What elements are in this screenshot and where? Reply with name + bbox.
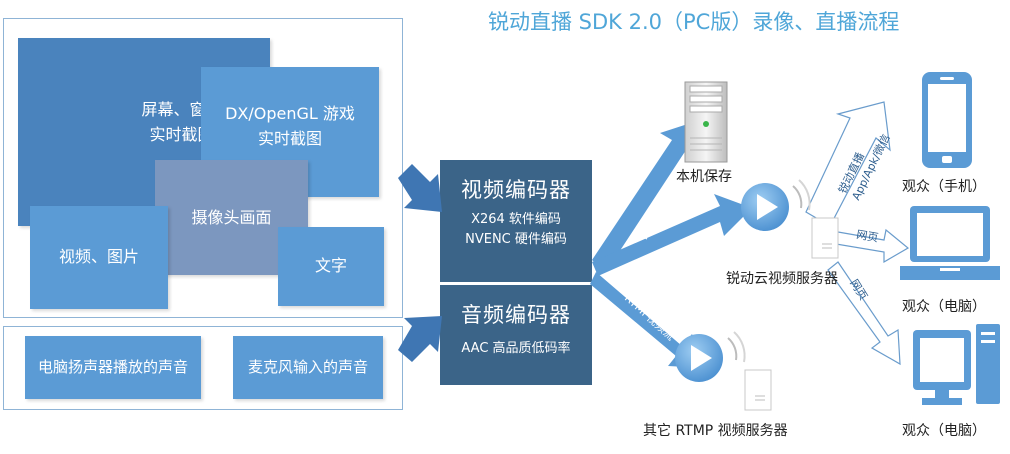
text-source: 文字	[278, 227, 384, 306]
text-label: 文字	[314, 256, 347, 276]
audio-encoder-box: 音频编码器 AAC 高品质低码率	[440, 285, 592, 385]
input-arrow-audio	[398, 316, 442, 362]
speaker-audio-source: 电脑扬声器播放的声音	[25, 336, 201, 399]
other-server-label: 其它 RTMP 视频服务器	[643, 423, 788, 439]
dx-game-label: DX/OpenGL 游戏 实时截图	[225, 104, 355, 148]
video-image-label: 视频、图片	[58, 247, 139, 267]
video-encoder-box: 视频编码器 X264 软件编码 NVENC 硬件编码	[440, 160, 592, 282]
camera-label: 摄像头画面	[191, 208, 272, 227]
server-icon	[684, 81, 728, 163]
small-server-cloud	[811, 217, 839, 259]
input-arrow-video	[398, 164, 442, 212]
mic-audio-label: 麦克风输入的声音	[247, 357, 368, 376]
audience-laptop-label: 观众（电脑）	[902, 299, 986, 315]
audio-encoder-line1: AAC 高品质低码率	[461, 341, 571, 356]
diagram-title: 锐动直播 SDK 2.0（PC版）录像、直播流程	[488, 10, 900, 34]
audio-encoder-title: 音频编码器	[461, 303, 571, 327]
output-arrows	[590, 120, 752, 368]
video-encoder-title: 视频编码器	[461, 178, 571, 202]
video-encoder-line2: NVENC 硬件编码	[465, 232, 567, 248]
local-save-label: 本机保存	[676, 169, 732, 185]
cloud-server-label: 锐动云视频服务器	[726, 271, 838, 287]
desktop-icon	[913, 324, 1000, 405]
audience-arrows	[805, 101, 910, 366]
play-icon-other	[675, 331, 746, 382]
mic-audio-source: 麦克风输入的声音	[233, 336, 383, 399]
video-image-source: 视频、图片	[30, 206, 168, 309]
audience-phone-label: 观众（手机）	[902, 179, 986, 195]
audience-desktop-label: 观众（电脑）	[902, 423, 986, 439]
laptop-icon	[900, 206, 1000, 280]
small-server-other	[744, 369, 772, 411]
play-icon-cloud	[741, 179, 811, 231]
video-encoder-line1: X264 软件编码	[471, 212, 561, 227]
speaker-audio-label: 电脑扬声器播放的声音	[37, 357, 188, 376]
phone-icon	[922, 72, 972, 168]
